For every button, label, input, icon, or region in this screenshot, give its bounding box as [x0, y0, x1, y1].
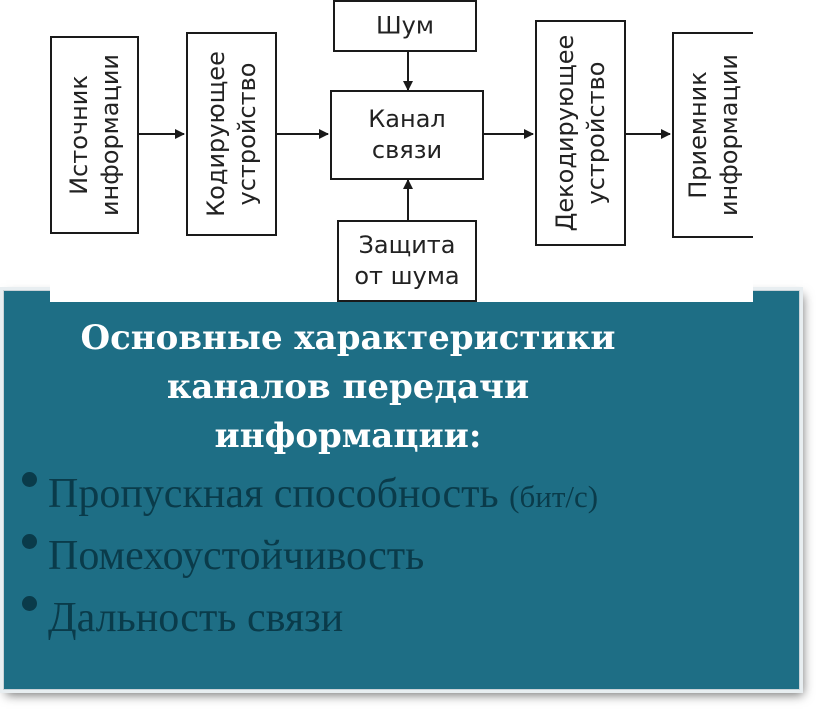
noise-label: Шум: [376, 11, 434, 40]
bullet-noise-immunity-text: Помехоустойчивость: [48, 533, 425, 579]
encoder-label: Кодирующее устройство: [201, 51, 261, 217]
source-label: Источник информации: [64, 53, 124, 217]
decoder-box: Декодирующее устройство: [535, 20, 626, 246]
receiver-label: Приемник информации: [683, 53, 743, 217]
noise-box: Шум: [333, 0, 477, 52]
bullet-throughput-unit: (бит/с): [509, 479, 599, 514]
channel-box: Канал связи: [330, 90, 484, 180]
bullet-dot: [22, 596, 37, 611]
bullet-throughput-text: Пропускная способность: [48, 471, 499, 517]
decoder-label: Декодирующее устройство: [550, 34, 610, 232]
slide-title: Основные характеристики каналов передачи…: [80, 318, 616, 456]
bullet-dot: [22, 472, 37, 487]
protection-label: Защита от шума: [354, 231, 460, 290]
encoder-box: Кодирующее устройство: [186, 32, 277, 236]
bullet-range: Дальность связи: [22, 594, 343, 642]
bullet-dot: [22, 534, 37, 549]
protection-box: Защита от шума: [337, 220, 477, 302]
bullet-throughput: Пропускная способность (бит/с): [22, 470, 598, 518]
channel-label: Канал связи: [368, 105, 446, 164]
characteristics-panel: [3, 290, 800, 690]
receiver-box: Приемник информации: [672, 32, 753, 238]
bullet-range-text: Дальность связи: [48, 595, 344, 641]
source-box: Источник информации: [50, 36, 139, 234]
bullet-noise-immunity: Помехоустойчивость: [22, 532, 424, 580]
